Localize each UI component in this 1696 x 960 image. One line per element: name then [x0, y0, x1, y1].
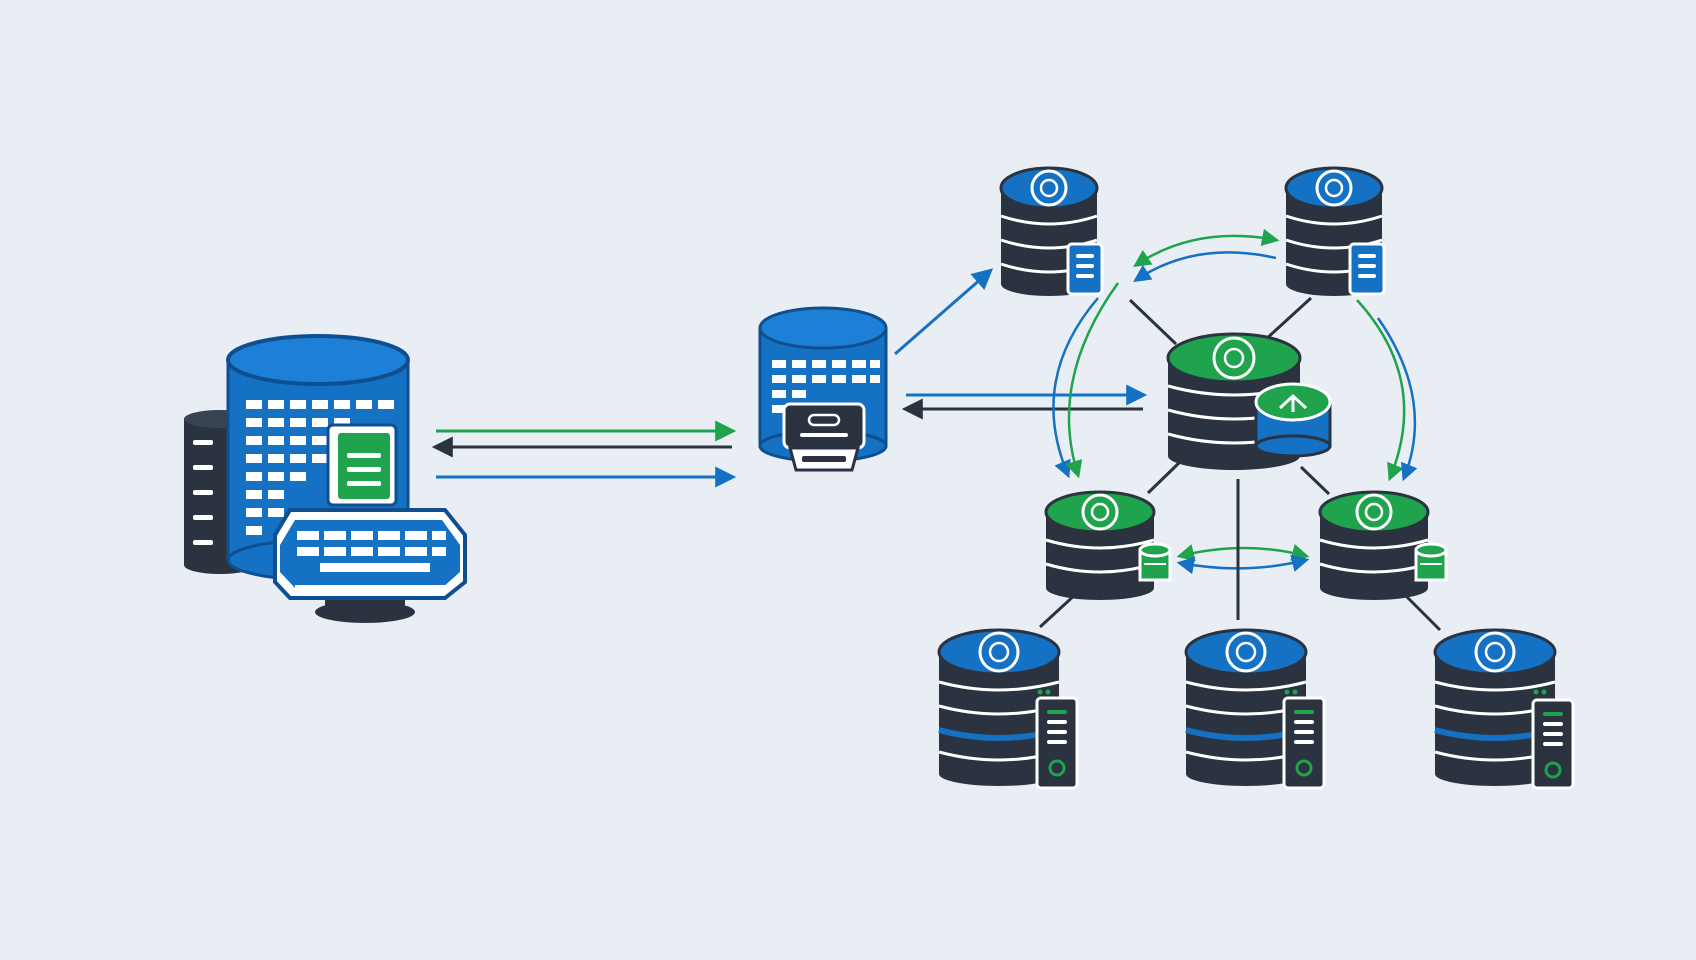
- green-document-icon: [326, 423, 398, 507]
- edge-top-right-to-mid-right-arc-2: [1376, 317, 1418, 482]
- bottom-right-server-node: [1433, 628, 1575, 790]
- top-left-replica-node: [999, 166, 1104, 296]
- top-right-replica-node: [1284, 166, 1386, 296]
- edge-top-right-to-top-left-blue: [1133, 251, 1277, 282]
- server-tower-icon: [1282, 696, 1326, 790]
- blue-server-panel-icon: [1066, 242, 1104, 296]
- blue-database-icon: [999, 166, 1099, 296]
- green-mini-database-icon: [1414, 542, 1448, 582]
- database-gateway-icon: [758, 306, 888, 472]
- edge-top-left-to-top-right-green: [1133, 228, 1280, 267]
- green-mini-database-icon: [1138, 542, 1172, 582]
- edge-hub-to-mid-left: [1146, 459, 1183, 495]
- edge-hub-to-top-left: [1128, 298, 1178, 346]
- edge-mid-left-to-mid-right-green: [1176, 543, 1310, 562]
- edge-mid-right-to-mid-left-blue: [1176, 554, 1310, 575]
- gateway-database-node: [758, 306, 888, 472]
- green-database-icon: [1044, 490, 1156, 600]
- bottom-left-server-node: [937, 628, 1079, 790]
- edge-top-right-to-mid-right-arc-1: [1356, 299, 1406, 482]
- edge-gateway-to-top-left: [894, 268, 994, 356]
- edge-hub-to-top-right: [1263, 296, 1313, 342]
- green-database-icon: [1318, 490, 1430, 600]
- mid-left-replica-node: [1044, 490, 1172, 600]
- bottom-center-server-node: [1184, 628, 1326, 790]
- green-cloud-sync-icon: [1254, 382, 1332, 458]
- server-tower-icon: [1035, 696, 1079, 790]
- server-tower-icon: [1531, 698, 1575, 790]
- connectors: [431, 228, 1442, 632]
- keyboard-terminal-icon: [273, 508, 467, 623]
- mid-right-replica-node: [1318, 490, 1448, 600]
- edge-mid-right-to-bottom-right: [1401, 591, 1442, 632]
- hub-primary-node: [1166, 332, 1332, 470]
- edge-mid-left-to-bottom-left: [1038, 591, 1079, 629]
- edge-top-left-to-mid-left-arc-1: [1052, 297, 1099, 479]
- edge-top-left-to-mid-left-arc-2: [1065, 282, 1120, 479]
- edge-hub-to-mid-right: [1299, 465, 1331, 496]
- blue-server-panel-icon: [1348, 242, 1386, 296]
- database-server-icon: [937, 628, 1061, 786]
- source-database-node: [184, 334, 467, 623]
